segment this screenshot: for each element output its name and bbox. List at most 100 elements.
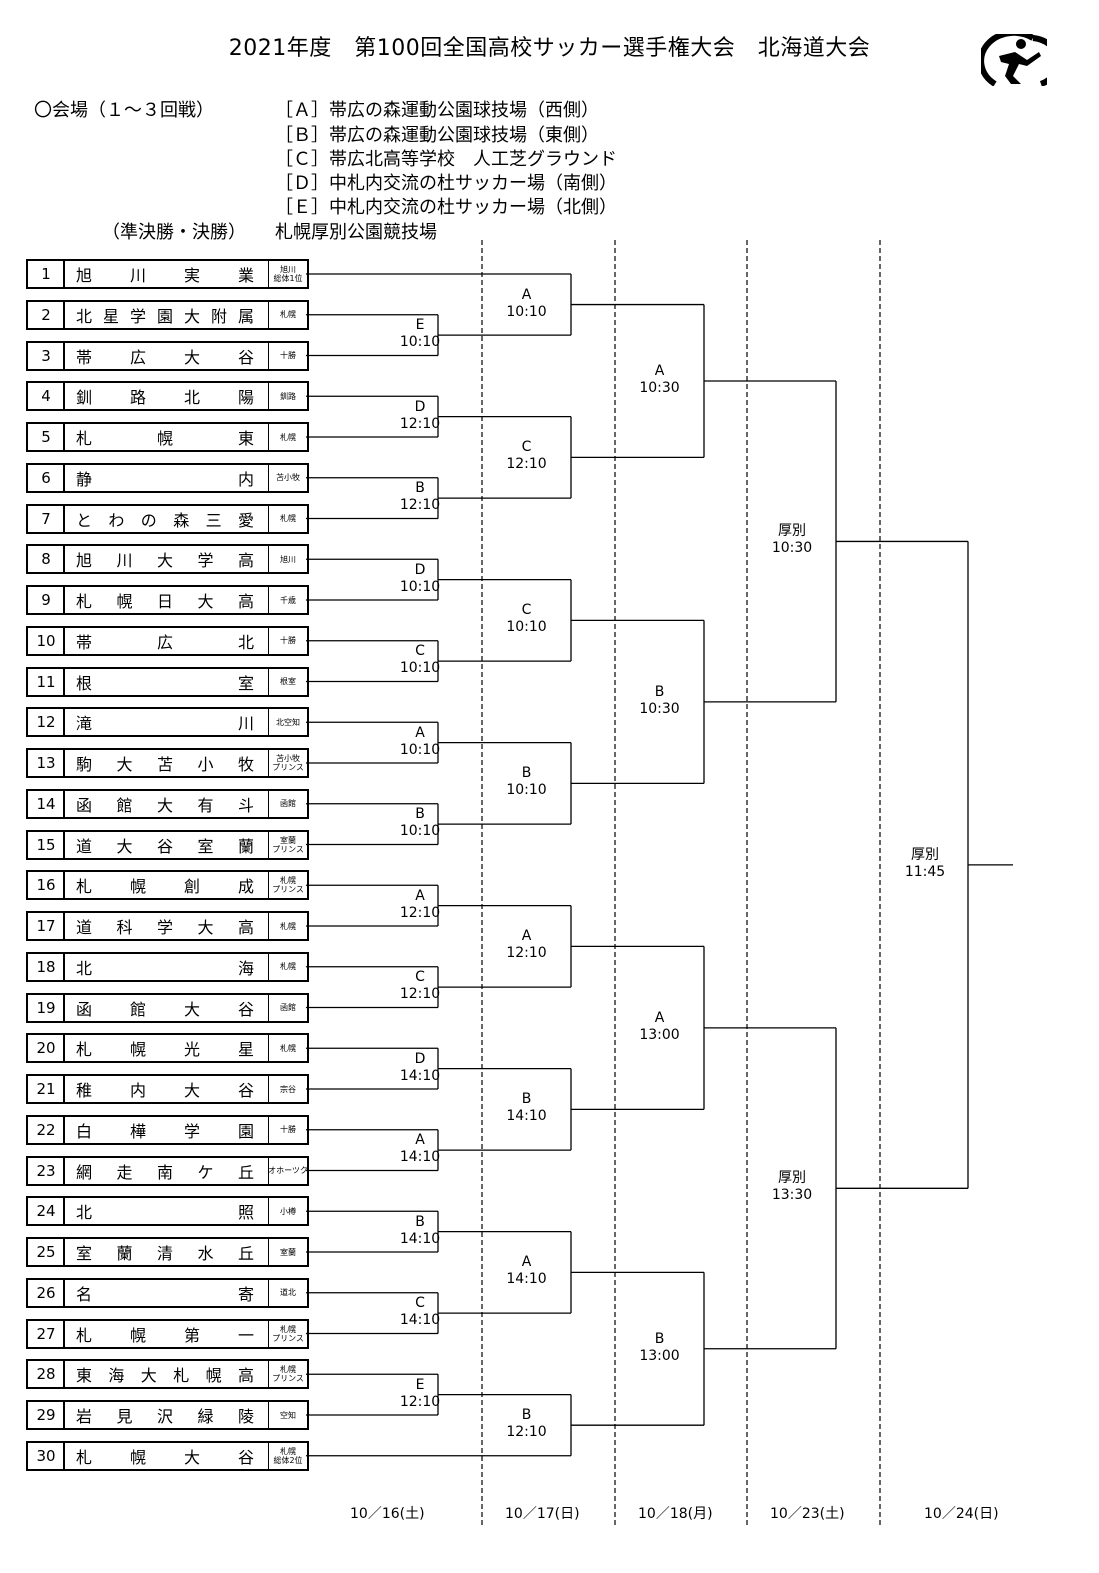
match-venue: C <box>521 602 532 619</box>
match-time: 14:10 <box>506 1108 547 1125</box>
match-time: 13:00 <box>639 1026 680 1043</box>
match-venue: B <box>654 683 665 700</box>
match-venue: B <box>654 1330 665 1347</box>
team-number: 7 <box>26 503 65 534</box>
team-school-name: 函館大谷 <box>76 999 254 1019</box>
match-time: 10:10 <box>506 619 547 636</box>
match-venue: A <box>654 362 665 379</box>
venue-a: ［Ａ］帯広の森運動公園球技場（西側） <box>275 100 599 121</box>
team-school-name: 静内 <box>76 469 254 489</box>
match-time: 10:10 <box>506 782 547 799</box>
team-number: 30 <box>26 1440 65 1471</box>
match-time: 12:10 <box>506 456 547 473</box>
team-number: 23 <box>26 1155 65 1186</box>
match-time: 14:10 <box>399 1067 441 1084</box>
match-venue: C <box>521 439 532 456</box>
team-number: 29 <box>26 1400 65 1430</box>
team-school-name: 札幌創成 <box>76 877 254 897</box>
team-number: 28 <box>26 1359 65 1390</box>
team-school-name: 帯広大谷 <box>76 347 254 367</box>
venue-d: ［Ｄ］中札内交流の杜サッカー場（南側） <box>275 173 617 194</box>
match-time: 10:10 <box>399 334 441 351</box>
team-school-name: とわの森三愛 <box>76 510 254 530</box>
team-number: 9 <box>26 585 65 615</box>
date-round1: 10／16(土) <box>350 1506 425 1522</box>
date-final: 10／24(日) <box>924 1506 999 1522</box>
match-venue: 厚別 <box>778 523 806 540</box>
team-school-name: 札幌光星 <box>76 1040 254 1060</box>
venue-b: ［Ｂ］帯広の森運動公園球技場（東側） <box>275 125 599 146</box>
team-school-name: 道科学大高 <box>76 918 254 937</box>
match-time: 10:10 <box>399 823 441 840</box>
team-school-name: 札幌大谷 <box>76 1447 254 1467</box>
match-venue: D <box>414 398 426 415</box>
venue-label: 〇会場（１～３回戦） <box>34 100 214 121</box>
match-venue: B <box>521 1091 532 1108</box>
match-time: 10:10 <box>399 660 441 677</box>
match-time: 14:10 <box>506 1271 547 1288</box>
team-number: 22 <box>26 1114 65 1145</box>
team-number: 11 <box>26 666 65 697</box>
team-school-name: 北海 <box>76 958 254 978</box>
team-school-name: 札幌第一 <box>76 1325 254 1345</box>
team-number: 27 <box>26 1318 65 1349</box>
team-school-name: 名寄 <box>76 1284 254 1304</box>
match-time: 10:30 <box>639 379 680 396</box>
team-school-name: 旭川大学高 <box>76 551 254 571</box>
match-venue: E <box>415 1376 425 1393</box>
match-venue: C <box>415 643 425 660</box>
team-number: 14 <box>26 788 65 819</box>
match-time: 13:00 <box>639 1347 680 1364</box>
match-venue: A <box>654 1009 665 1026</box>
match-time: 10:30 <box>639 700 680 717</box>
match-time: 14:10 <box>399 1312 441 1329</box>
team-school-name: 道大谷室蘭 <box>76 836 254 856</box>
team-number: 26 <box>26 1277 65 1308</box>
match-time: 12:10 <box>399 415 441 432</box>
team-school-name: 駒大苫小牧 <box>76 755 254 774</box>
match-time: 10:30 <box>771 540 813 557</box>
page-title: 2021年度 第100回全国高校サッカー選手権大会 北海道大会 <box>228 36 871 61</box>
match-venue: A <box>521 286 532 303</box>
match-time: 13:30 <box>771 1187 813 1204</box>
team-school-name: 岩見沢緑陵 <box>76 1407 254 1426</box>
team-school-name: 東海大札幌高 <box>76 1366 254 1386</box>
match-time: 14:10 <box>399 1149 441 1166</box>
team-number: 19 <box>26 992 65 1023</box>
match-time: 12:10 <box>506 945 547 962</box>
final-venue-label: （準決勝・決勝） <box>102 222 246 243</box>
match-venue: A <box>415 887 425 904</box>
team-school-name: 滝川 <box>76 714 254 734</box>
team-school-name: 北照 <box>76 1203 254 1223</box>
team-number: 3 <box>26 340 65 371</box>
